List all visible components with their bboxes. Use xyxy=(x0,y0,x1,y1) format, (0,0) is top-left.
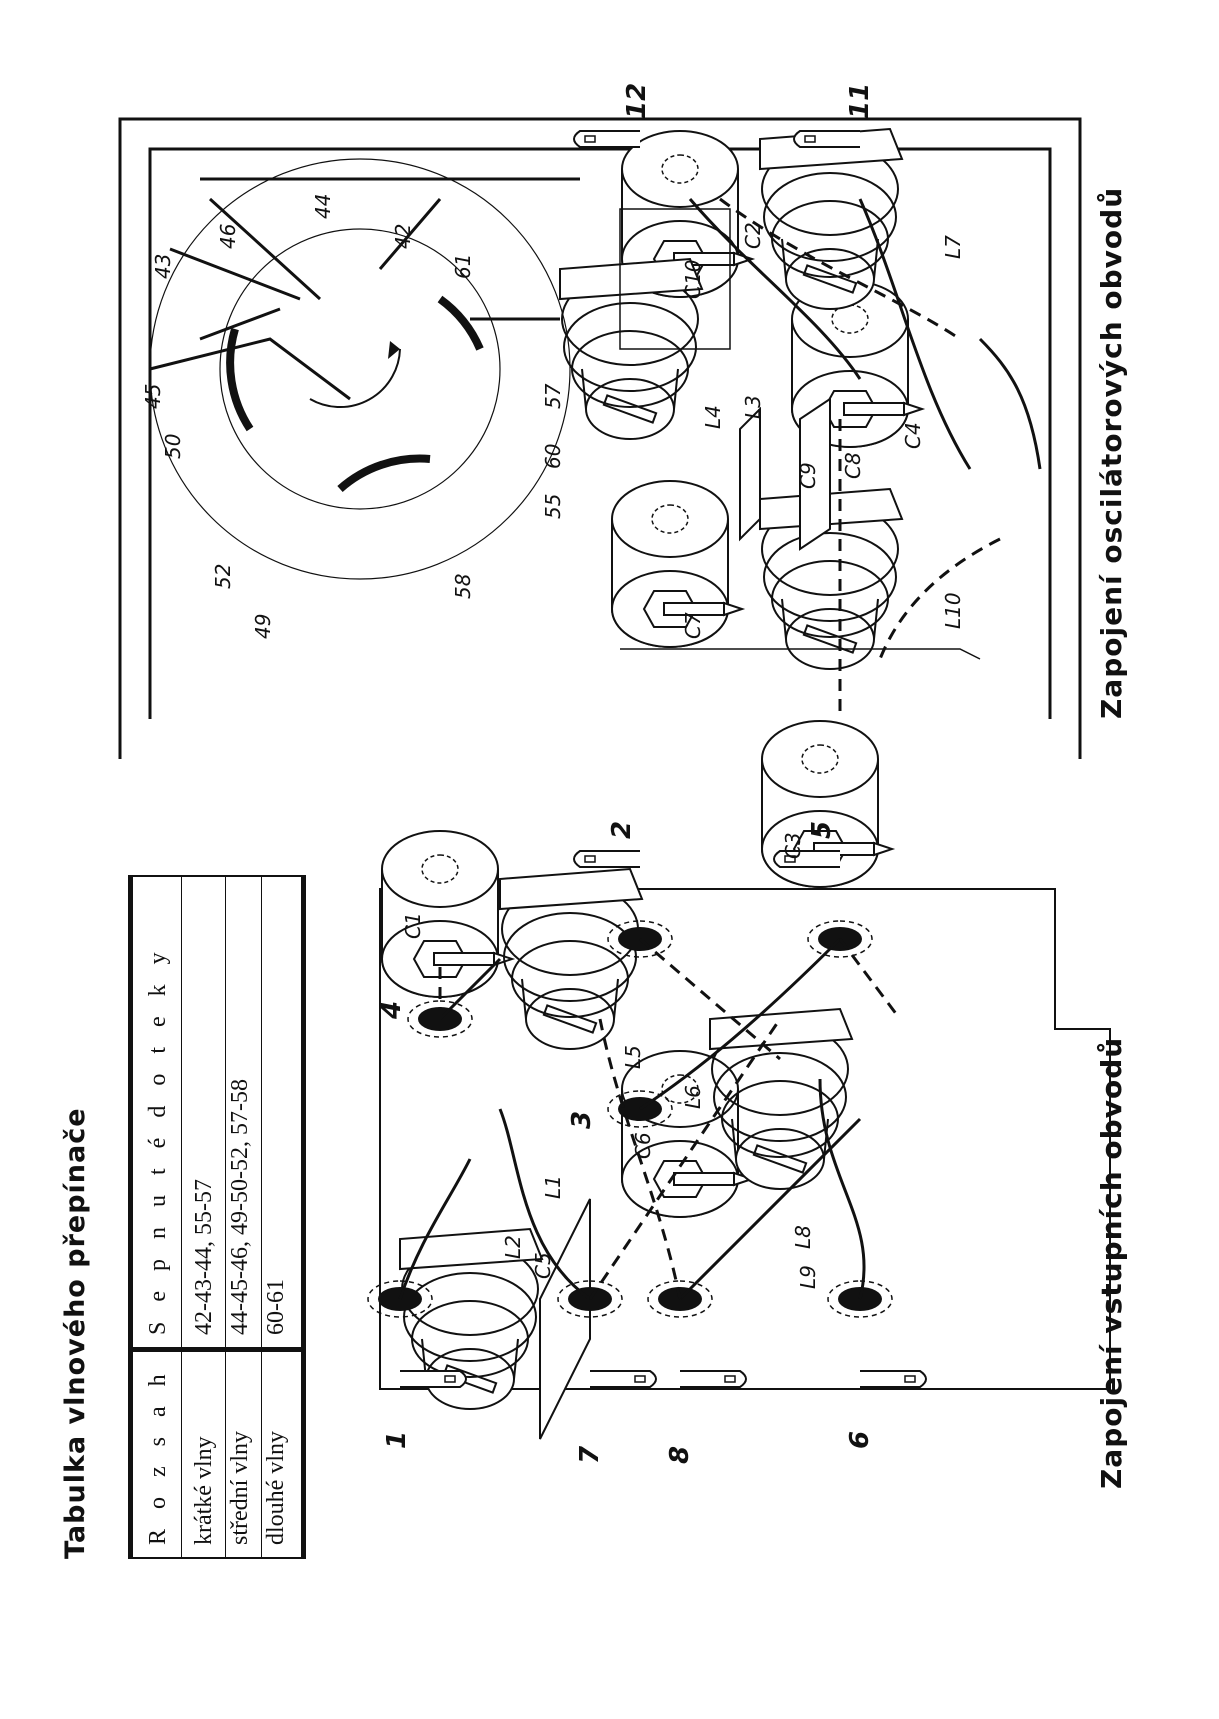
contact-49: 49 xyxy=(251,614,275,639)
coil-L5-L6 xyxy=(499,868,643,1050)
contact-52: 52 xyxy=(211,564,235,589)
label-C2: C2 xyxy=(741,222,765,249)
terminal-5: 5 xyxy=(807,821,837,839)
terminal-6: 6 xyxy=(845,1431,875,1449)
pin-11 xyxy=(793,130,861,148)
pin-12 xyxy=(573,130,641,148)
contact-55: 55 xyxy=(541,494,565,519)
switch-segment xyxy=(337,454,431,493)
label-C10: C10 xyxy=(681,260,705,299)
label-L9: L9 xyxy=(796,1265,820,1289)
pin-7 xyxy=(589,1370,657,1388)
input-wiring-dashed xyxy=(438,937,902,1300)
label-L2: L2 xyxy=(501,1235,525,1259)
wave-switch xyxy=(149,158,571,580)
label-C3: C3 xyxy=(781,832,805,859)
capacitor-C5-plate xyxy=(539,1198,591,1440)
pin-8 xyxy=(679,1370,747,1388)
trimmer-C7 xyxy=(611,480,743,648)
contact-50: 50 xyxy=(161,434,185,459)
input-wiring-solid xyxy=(398,937,866,1301)
label-L10: L10 xyxy=(941,592,965,629)
caption-oscillator-circuits: Zapojení oscilátorových obvodů xyxy=(1095,186,1128,719)
label-L4: L4 xyxy=(701,405,725,429)
pin-6 xyxy=(859,1370,927,1388)
terminal-11: 11 xyxy=(845,83,875,119)
label-L5: L5 xyxy=(621,1045,645,1069)
contact-58: 58 xyxy=(451,574,475,599)
contact-61: 61 xyxy=(451,254,475,279)
contact-45: 45 xyxy=(141,384,165,409)
label-C6: C6 xyxy=(631,1132,655,1159)
capacitor-C9 xyxy=(739,406,761,542)
contact-60: 60 xyxy=(541,444,565,469)
terminal-8: 8 xyxy=(665,1446,695,1464)
label-C9: C9 xyxy=(796,462,820,489)
capacitor-C8 xyxy=(799,397,831,551)
label-C5: C5 xyxy=(531,1252,555,1279)
capacitor-C10 xyxy=(619,208,731,350)
coil-L7 xyxy=(759,128,903,310)
contact-57: 57 xyxy=(541,383,565,409)
label-L1: L1 xyxy=(541,1175,565,1199)
contact-46: 46 xyxy=(216,224,240,249)
label-L7: L7 xyxy=(941,235,965,259)
label-C4: C4 xyxy=(901,422,925,449)
label-L6: L6 xyxy=(681,1085,705,1109)
label-L8: L8 xyxy=(791,1225,815,1249)
pin-2 xyxy=(573,850,641,868)
label-C8: C8 xyxy=(841,452,865,479)
terminal-3: 3 xyxy=(567,1111,597,1129)
contact-43: 43 xyxy=(151,254,175,279)
terminal-7: 7 xyxy=(575,1445,605,1464)
label-C1: C1 xyxy=(401,912,425,939)
contact-42: 42 xyxy=(391,224,415,249)
switch-segment xyxy=(226,327,254,432)
input-chassis-outline xyxy=(379,888,1111,1390)
pin-1 xyxy=(399,1370,467,1388)
input-circuit-diagram: L2 L1 C1 L5 L6 C6 L8 L9 C3 C5 1 7 8 6 3 … xyxy=(367,720,1111,1464)
contact-44: 44 xyxy=(311,194,335,219)
terminal-1: 1 xyxy=(382,1431,412,1449)
label-L3: L3 xyxy=(741,395,765,419)
rotation-arrow xyxy=(309,348,401,409)
terminal-4: 4 xyxy=(377,1001,407,1020)
label-C7: C7 xyxy=(681,612,705,639)
switch-segment xyxy=(437,295,484,351)
terminal-12: 12 xyxy=(622,83,652,119)
oscillator-circuit-diagram: 43 46 44 42 61 45 50 52 49 58 55 60 57 xyxy=(118,83,1082,759)
terminal-2: 2 xyxy=(607,821,637,839)
caption-input-circuits: Zapojení vstupních obvodů xyxy=(1095,1036,1128,1489)
